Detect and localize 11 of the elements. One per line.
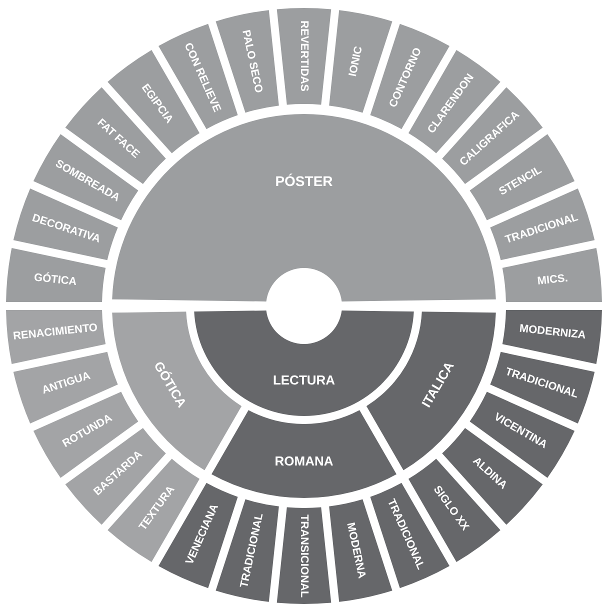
segment-label: PALO SECO (240, 28, 265, 94)
segment-label: TRANSICIONAL (298, 514, 310, 598)
segment-label: IONIC (346, 45, 366, 78)
segment-label: LECTURA (272, 372, 336, 388)
segment-label: PÓSTER (275, 173, 333, 189)
segment-label: REVERTIDAS (298, 20, 310, 92)
segment-label: MODERNIZA (518, 322, 586, 342)
segment-label: MICS. (536, 272, 568, 288)
segment-label: ROMANA (274, 454, 334, 468)
segment-label: RENACIMIENTO (12, 322, 98, 343)
segment-label: GÓTICA (33, 272, 78, 288)
